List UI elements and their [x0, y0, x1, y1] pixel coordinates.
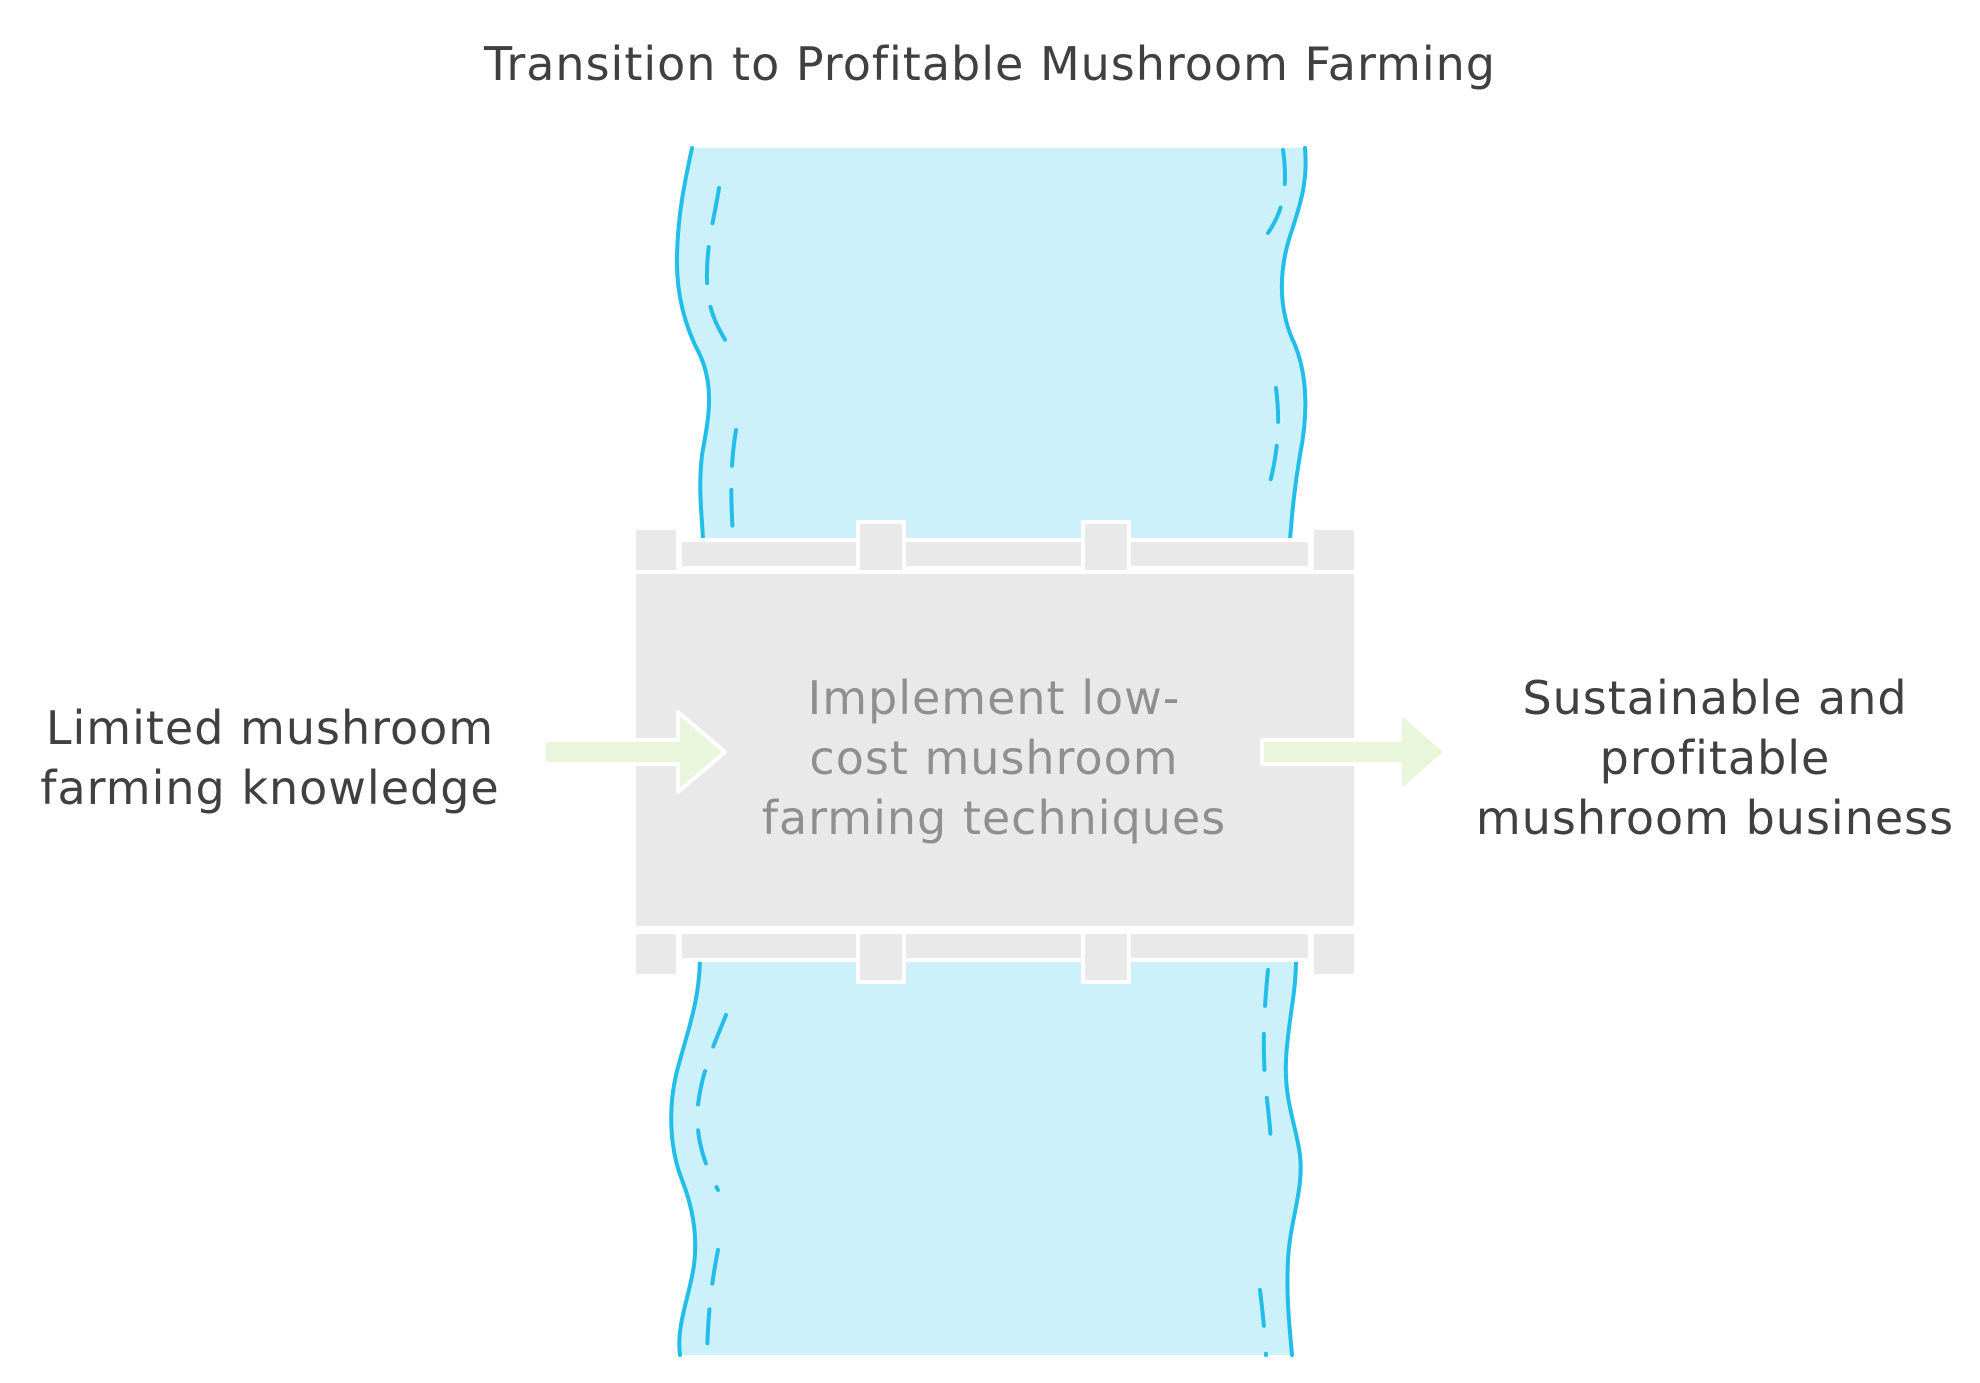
diagram-title: Transition to Profitable Mushroom Farmin…	[483, 37, 1496, 91]
input-arrow-shape	[542, 710, 727, 794]
bridge-top-rail	[678, 538, 1312, 570]
bridge-top-post-left	[632, 526, 680, 574]
bridge-top-post-right	[1310, 526, 1358, 574]
river-top	[674, 146, 1308, 542]
river-top-right-bank	[1279, 146, 1308, 542]
river-top-left-bank	[674, 146, 712, 542]
bridge-top-post-mid-left	[856, 520, 906, 574]
input-label: Limited mushroom farming knowledge	[40, 701, 499, 815]
bridge-bottom-post-mid-left	[856, 930, 906, 984]
river-bottom-left-inner	[695, 1013, 728, 1357]
output-label-line-3: mushroom business	[1476, 791, 1954, 845]
bridge-bottom-post-mid-right	[1081, 930, 1131, 984]
output-label-line-2: profitable	[1600, 731, 1831, 785]
input-label-line-2: farming knowledge	[40, 761, 499, 815]
output-label-line-1: Sustainable and	[1522, 671, 1907, 725]
process-label-line-2: cost mushroom	[809, 731, 1178, 785]
process-label: Implement low- cost mushroom farming tec…	[762, 671, 1226, 845]
output-arrow-shape	[1260, 710, 1448, 794]
input-label-line-1: Limited mushroom	[46, 701, 494, 755]
river-bottom-right-bank	[1283, 958, 1303, 1357]
river-top-left-inner	[704, 186, 738, 537]
process-label-line-1: Implement low-	[808, 671, 1181, 725]
bridge	[632, 520, 1358, 984]
river-top-right-inner	[1266, 148, 1287, 492]
bridge-deck	[632, 570, 1358, 930]
bridge-bottom-post-left	[632, 930, 680, 978]
output-label: Sustainable and profitable mushroom busi…	[1476, 671, 1954, 845]
output-arrow	[1260, 710, 1448, 794]
title-text: Transition to Profitable Mushroom Farmin…	[483, 37, 1496, 91]
bridge-top-post-mid-right	[1081, 520, 1131, 574]
bridge-bottom-post-right	[1310, 930, 1358, 978]
river-bottom-left-bank	[669, 958, 702, 1357]
river-top-water	[676, 148, 1306, 540]
process-label-line-3: farming techniques	[762, 791, 1226, 845]
bridge-bottom-rail	[678, 930, 1312, 962]
river-bottom	[669, 958, 1303, 1357]
river-bottom-water	[671, 960, 1301, 1355]
input-arrow	[542, 710, 727, 794]
river-bottom-right-inner	[1258, 968, 1273, 1357]
